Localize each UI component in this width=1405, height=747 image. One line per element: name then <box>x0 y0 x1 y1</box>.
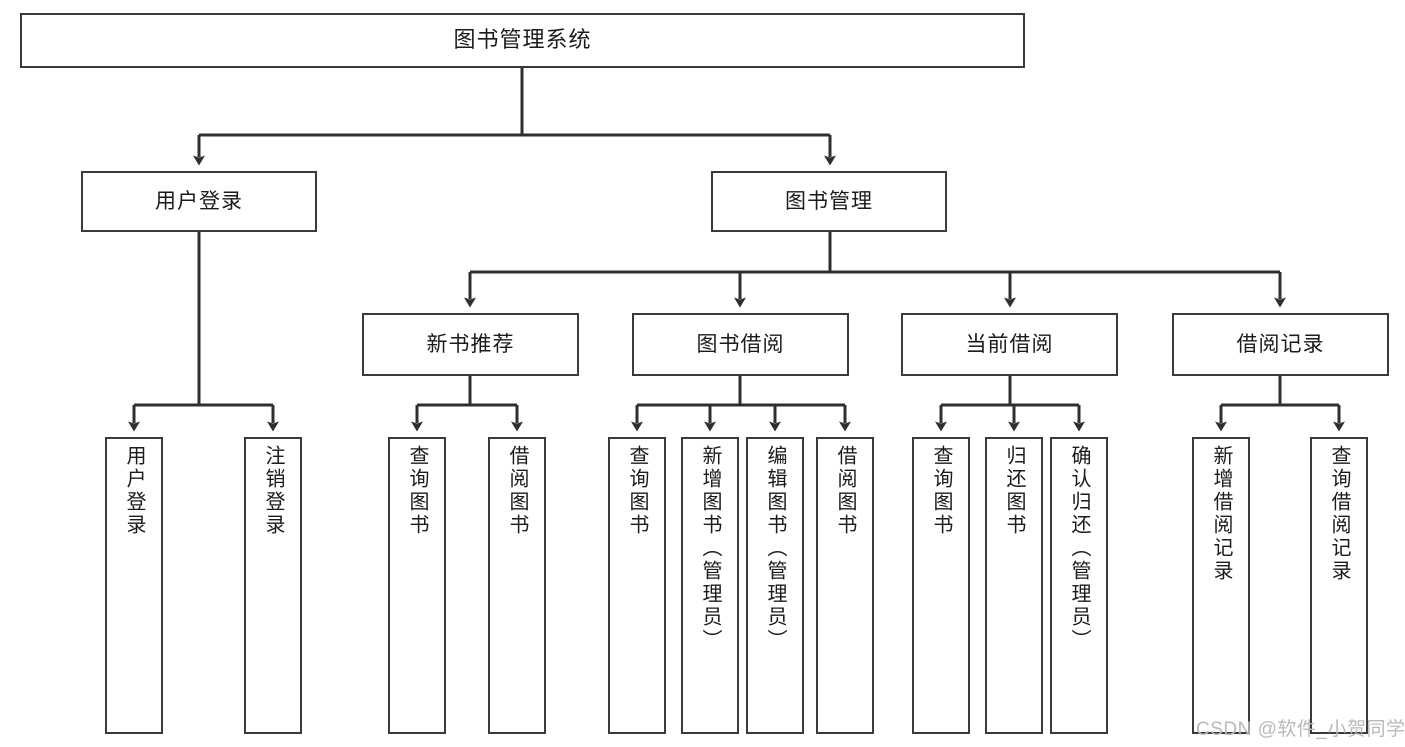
leaf-confirm-return-admin[interactable]: 确认归还（管理员） <box>1050 437 1108 734</box>
leaf-query-book-bw-label: 查询图书 <box>626 445 648 537</box>
leaf-user-login-label: 用户登录 <box>123 445 145 537</box>
node-book-borrow-label: 图书借阅 <box>696 332 785 356</box>
leaf-return-book[interactable]: 归还图书 <box>985 437 1043 734</box>
leaf-edit-book-admin-label: 编辑图书（管理员） <box>764 445 786 652</box>
leaf-borrow-book-nb-label: 借阅图书 <box>506 445 528 537</box>
leaf-logout-label: 注销登录 <box>262 445 284 537</box>
node-current-borrow-label: 当前借阅 <box>965 332 1054 356</box>
leaf-query-book-cb-label: 查询图书 <box>930 445 952 537</box>
leaf-query-book-bw[interactable]: 查询图书 <box>608 437 666 734</box>
leaf-edit-book-admin[interactable]: 编辑图书（管理员） <box>746 437 804 734</box>
node-user-login[interactable]: 用户登录 <box>81 171 317 232</box>
leaf-add-borrow-record[interactable]: 新增借阅记录 <box>1192 437 1250 734</box>
node-borrow-record-label: 借阅记录 <box>1236 332 1325 356</box>
leaf-query-book-nb-label: 查询图书 <box>406 445 428 537</box>
leaf-logout[interactable]: 注销登录 <box>244 437 302 734</box>
node-new-book-recommend-label: 新书推荐 <box>426 332 515 356</box>
leaf-query-book-cb[interactable]: 查询图书 <box>912 437 970 734</box>
leaf-add-borrow-record-label: 新增借阅记录 <box>1210 445 1232 583</box>
leaf-user-login[interactable]: 用户登录 <box>105 437 163 734</box>
leaf-add-book-admin-label: 新增图书（管理员） <box>699 445 721 652</box>
leaf-borrow-book-nb[interactable]: 借阅图书 <box>488 437 546 734</box>
leaf-borrow-book-bw-label: 借阅图书 <box>834 445 856 537</box>
leaf-confirm-return-admin-label: 确认归还（管理员） <box>1068 445 1090 652</box>
leaf-query-borrow-record[interactable]: 查询借阅记录 <box>1310 437 1368 734</box>
leaf-borrow-book-bw[interactable]: 借阅图书 <box>816 437 874 734</box>
leaf-add-book-admin[interactable]: 新增图书（管理员） <box>681 437 739 734</box>
leaf-query-borrow-record-label: 查询借阅记录 <box>1328 445 1350 583</box>
node-root-label: 图书管理系统 <box>453 27 592 53</box>
node-book-management[interactable]: 图书管理 <box>711 171 947 232</box>
node-current-borrow[interactable]: 当前借阅 <box>901 313 1118 376</box>
node-root[interactable]: 图书管理系统 <box>20 13 1025 68</box>
leaf-query-book-nb[interactable]: 查询图书 <box>388 437 446 734</box>
node-new-book-recommend[interactable]: 新书推荐 <box>362 313 579 376</box>
node-user-login-label: 用户登录 <box>155 189 243 213</box>
node-borrow-record[interactable]: 借阅记录 <box>1172 313 1389 376</box>
node-book-management-label: 图书管理 <box>785 189 873 213</box>
watermark: CSDN @软件_小贺同学 <box>1196 719 1405 740</box>
leaf-return-book-label: 归还图书 <box>1003 445 1025 537</box>
node-book-borrow[interactable]: 图书借阅 <box>632 313 849 376</box>
